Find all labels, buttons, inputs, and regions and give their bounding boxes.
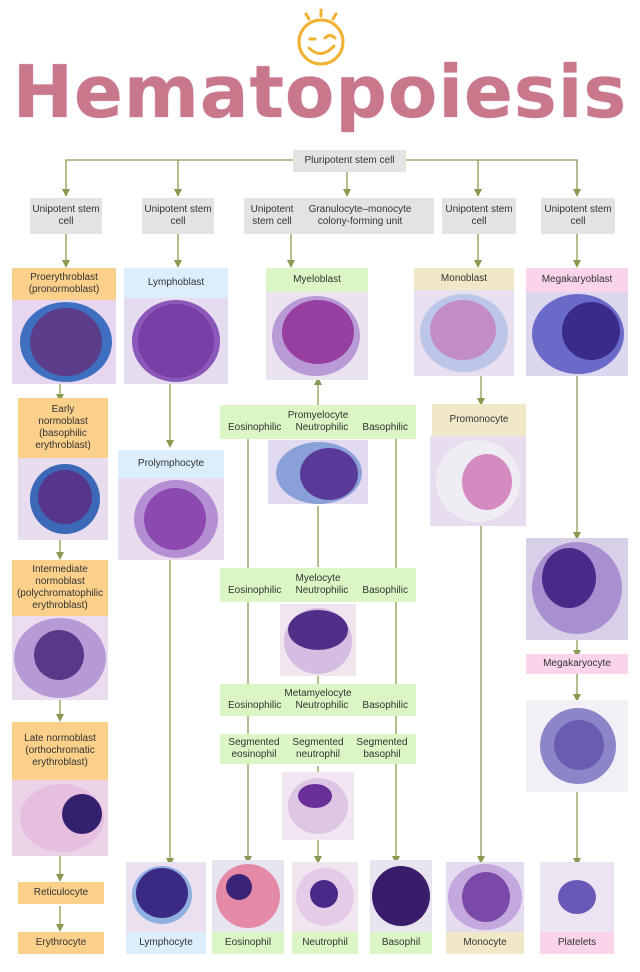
neutrophil-image <box>292 862 358 932</box>
segmented-neutrophil-label: Segmented neutrophil <box>292 737 344 760</box>
myelocyte-basophilic: Basophilic <box>362 585 408 596</box>
promyelocyte-eosinophilic: Eosinophilic <box>228 422 282 433</box>
myelocyte-image <box>280 604 356 676</box>
promyelocyte-neutrophilic: Neutrophilic <box>295 422 349 433</box>
segmented-basophil-label: Segmented basophil <box>356 737 408 760</box>
proerythroblast-image <box>12 300 116 384</box>
prolymphocyte-image <box>118 478 224 560</box>
intermediate-normoblast-image <box>12 616 108 700</box>
segmented-eosinophil-label: Segmented eosinophil <box>228 737 280 760</box>
unipotent-myeloid-label: Unipotent stem cell Granulocyte–monocyte… <box>244 198 434 234</box>
myelocyte-title: Myelocyte <box>295 573 341 584</box>
lymphoblast-image <box>124 298 228 384</box>
basophil-label: Basophil <box>370 932 432 954</box>
myelocyte-neutrophilic: Neutrophilic <box>295 585 349 596</box>
unipotent-myeloid-text: Unipotent stem cell <box>250 204 294 227</box>
megakaryocyte-image <box>526 538 628 640</box>
proerythroblast-label: Proerythroblast (pronormoblast) <box>12 268 116 300</box>
megakaryoblast-image <box>526 292 628 376</box>
late-normoblast-image <box>12 780 108 856</box>
monoblast-image <box>414 290 514 376</box>
megakaryoblast-label: Megakaryoblast <box>526 268 628 292</box>
metamyelocyte-label: Metamyelocyte Eosinophilic Neutrophilic … <box>220 684 416 716</box>
neutrophil-label: Neutrophil <box>292 932 358 954</box>
late-normoblast-label: Late normoblast (orthochromatic erythrob… <box>12 722 108 780</box>
promonocyte-image <box>430 436 526 526</box>
reticulocyte-label: Reticulocyte <box>18 882 104 904</box>
unipotent-lymphoid-label: Unipotent stem cell <box>142 198 214 234</box>
megakaryocyte-platelet-budding-image <box>526 700 628 792</box>
eosinophil-label: Eosinophil <box>212 932 284 954</box>
unipotent-monocytic-label: Unipotent stem cell <box>442 198 516 234</box>
platelets-image <box>540 862 614 932</box>
gm-cfu-text: Granulocyte–monocyte colony-forming unit <box>308 204 412 227</box>
pluripotent-stem-cell-label: Pluripotent stem cell <box>293 150 406 172</box>
promyelocyte-basophilic: Basophilic <box>362 422 408 433</box>
prolymphocyte-label: Prolymphocyte <box>118 450 224 478</box>
metamyelocyte-neutrophilic: Neutrophilic <box>295 700 349 711</box>
erythrocyte-label: Erythrocyte <box>18 932 104 954</box>
monocyte-image <box>446 862 524 932</box>
lymphoblast-label: Lymphoblast <box>124 268 228 298</box>
page-title: Hematopoiesis <box>12 50 628 134</box>
intermediate-normoblast-label: Intermediate normoblast (polychromatophi… <box>12 560 108 616</box>
early-normoblast-label: Early normoblast (basophilic erythroblas… <box>18 398 108 458</box>
segmented-neutrophil-image <box>282 772 354 840</box>
segmented-label-row: Segmented eosinophil Segmented neutrophi… <box>220 734 416 764</box>
myelocyte-eosinophilic: Eosinophilic <box>228 585 282 596</box>
unipotent-erythroid-label: Unipotent stem cell <box>30 198 102 234</box>
metamyelocyte-basophilic: Basophilic <box>362 700 408 711</box>
smiley-logo-icon <box>297 8 345 66</box>
myelocyte-label: Myelocyte Eosinophilic Neutrophilic Baso… <box>220 568 416 602</box>
metamyelocyte-title: Metamyelocyte <box>284 688 352 699</box>
early-normoblast-image <box>18 458 108 540</box>
platelets-label: Platelets <box>540 932 614 954</box>
megakaryocyte-label: Megakaryocyte <box>526 654 628 674</box>
monoblast-label: Monoblast <box>414 268 514 290</box>
promyelocyte-image <box>268 440 368 504</box>
promonocyte-label: Promonocyte <box>432 404 526 436</box>
myeloblast-label: Myeloblast <box>266 268 368 292</box>
monocyte-label: Monocyte <box>446 932 524 954</box>
lymphocyte-image <box>126 862 206 932</box>
eosinophil-image <box>212 860 284 932</box>
promyelocyte-label: Promyelocyte Eosinophilic Neutrophilic B… <box>220 405 416 439</box>
metamyelocyte-eosinophilic: Eosinophilic <box>228 700 282 711</box>
promyelocyte-title: Promyelocyte <box>287 410 349 421</box>
lymphocyte-label: Lymphocyte <box>126 932 206 954</box>
unipotent-megakaryocytic-label: Unipotent stem cell <box>541 198 615 234</box>
myeloblast-image <box>266 292 368 380</box>
basophil-image <box>370 860 432 932</box>
